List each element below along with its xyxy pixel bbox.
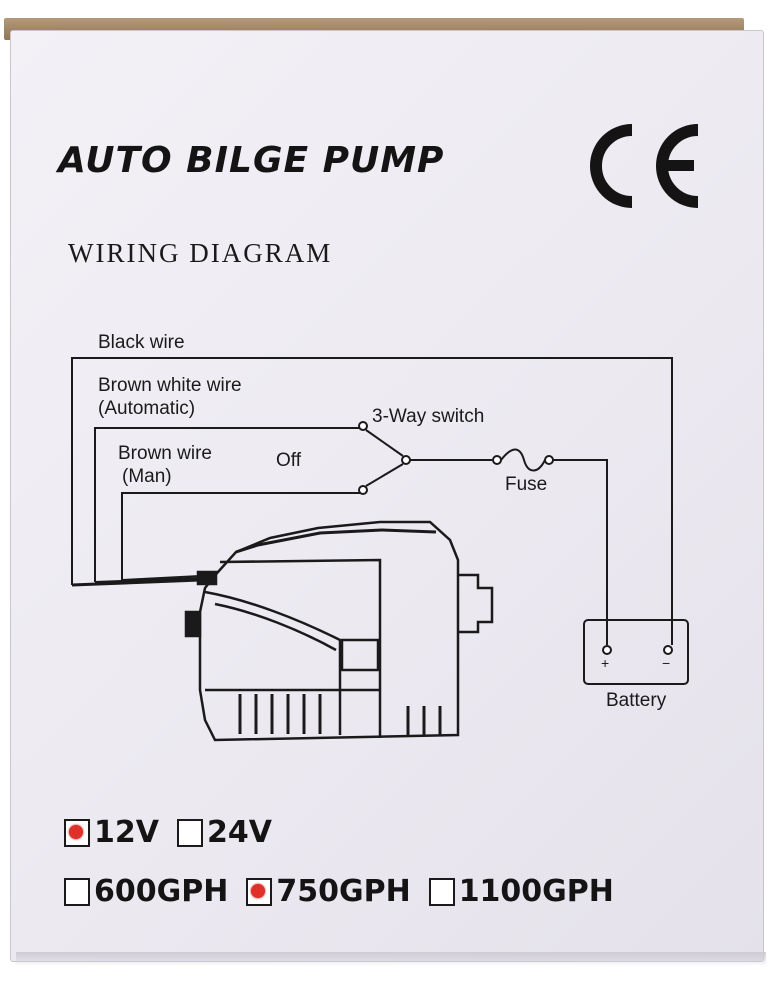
brown-white-wire-line (94, 427, 360, 582)
box-shadow (16, 952, 766, 966)
fuse-label: Fuse (505, 474, 548, 495)
option-label: 24V (206, 815, 272, 850)
option-label: 12V (94, 815, 159, 850)
capacity-options: 600GPH 750GPH 1100GPH (64, 874, 632, 909)
checked-box-icon (246, 877, 273, 906)
fuse-symbol (500, 448, 546, 472)
black-wire-label: Black wire (98, 332, 185, 353)
off-label: Off (276, 450, 301, 471)
brown-wire-label: Brown wire (118, 443, 212, 464)
wiring-diagram-heading: WIRING DIAGRAM (68, 238, 333, 268)
voltage-option-12v: 12V (64, 815, 159, 850)
battery-negative-label: − (662, 655, 671, 671)
battery-box (583, 619, 689, 685)
capacity-option-1100gph: 1100GPH (428, 874, 614, 909)
battery-label: Battery (606, 690, 667, 711)
automatic-label: (Automatic) (98, 398, 196, 419)
manual-label: (Man) (122, 466, 172, 487)
bilge-pump-illustration (71, 520, 494, 742)
capacity-option-600gph: 600GPH (64, 874, 228, 909)
switch-label: 3-Way switch (372, 406, 485, 427)
battery-positive-label: + (601, 655, 610, 671)
empty-box-icon (64, 877, 90, 906)
ce-mark-logo (590, 124, 699, 208)
empty-box-icon (428, 877, 455, 906)
capacity-option-750gph: 750GPH (246, 874, 411, 909)
black-wire-line (71, 357, 673, 645)
option-label: 750GPH (276, 874, 411, 909)
option-label: 600GPH (94, 874, 229, 909)
option-label: 1100GPH (458, 874, 614, 909)
empty-box-icon (176, 818, 203, 847)
voltage-options: 12V 24V (64, 815, 290, 850)
checked-box-icon (64, 818, 90, 847)
brown-wire-line (121, 492, 360, 580)
box-face (10, 30, 764, 962)
brown-white-wire-label: Brown white wire (98, 375, 242, 396)
voltage-option-24v: 24V (176, 815, 272, 850)
product-title: AUTO BILGE PUMP (58, 140, 445, 181)
